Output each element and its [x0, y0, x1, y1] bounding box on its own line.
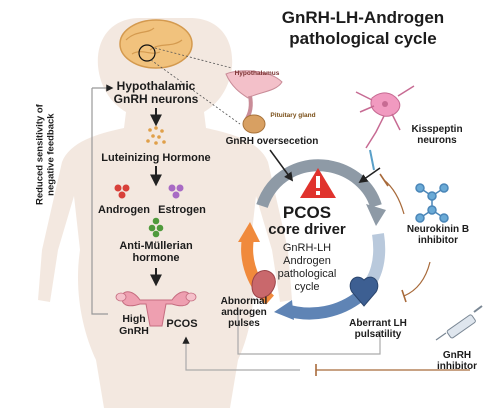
negative-feedback-label: Reduced sensitivity of negative feedback — [34, 75, 56, 235]
kiss-line-1: Kisspeptin — [411, 124, 463, 135]
pituitary-label: Pituitary gland — [270, 112, 316, 119]
heart-icon — [349, 276, 379, 307]
estrogen-icon — [168, 184, 184, 199]
brain-icon — [119, 19, 193, 69]
high-gnrh-line-2: GnRH — [119, 324, 149, 337]
hormone-dots — [146, 126, 166, 145]
gnrh-inhibitor-label: GnRH inhibitor — [432, 350, 482, 372]
high-gnrh-label: High GnRH — [114, 313, 154, 338]
abnormal-line-2: androgen — [221, 307, 267, 319]
gnrh-oversecretion-label: GnRH oversecetion — [225, 136, 319, 147]
sub-line-4: cycle — [294, 280, 320, 293]
kidney-icon — [251, 270, 276, 299]
hypothalamus-label: Hypothalamus — [234, 70, 280, 77]
estrogen-label: Estrogen — [158, 204, 206, 216]
uterus-icon — [115, 291, 197, 327]
pcos-body-label: PCOS — [166, 318, 198, 330]
pituitary-icon — [225, 70, 283, 134]
page-title: GnRH-LH-Androgen pathological cycle — [238, 8, 488, 49]
neuron-icon — [355, 85, 415, 149]
amh-line-2: hormone — [132, 252, 180, 265]
sub-line-3: pathological — [277, 267, 337, 280]
sub-line-2: Androgen — [283, 254, 331, 267]
amh-line-1: Anti-Müllerian — [119, 240, 193, 252]
kisspeptin-label: Kisspeptin neurons — [402, 124, 472, 146]
nkb-line-1: Neurokinin B — [406, 224, 470, 235]
androgen-icon — [114, 184, 130, 199]
syringe-icon — [435, 305, 483, 341]
amh-label: Anti-Müllerian hormone — [108, 240, 204, 265]
aberrant-line-1: Aberrant LH — [349, 318, 407, 329]
aberrant-lh-label: Aberrant LH pulsatility — [338, 318, 418, 340]
abnormal-androgen-label: Abnormal androgen pulses — [212, 296, 276, 330]
warning-icon — [300, 168, 336, 198]
gnrh-inhibitor-line-1: GnRH — [442, 350, 472, 361]
kiss-line-2: neurons — [417, 135, 457, 147]
amh-icon — [148, 217, 164, 238]
aberrant-line-2: pulsatility — [354, 329, 402, 341]
core-driver-title: PCOS core driver — [262, 204, 352, 238]
abnormal-line-3: pulses — [228, 318, 260, 330]
sub-line-1: GnRH-LH — [282, 242, 332, 254]
core-line-1: PCOS — [282, 203, 332, 222]
title-line-1: GnRH-LH-Androgen — [281, 8, 445, 27]
androgen-label: Androgen — [98, 204, 150, 216]
core-subtitle: GnRH-LH Androgen pathological cycle — [262, 242, 352, 294]
gnrh-inhibitor-line-2: inhibitor — [437, 361, 477, 373]
high-gnrh-line-1: High — [122, 313, 146, 325]
feedback-line-2: negative feedback — [45, 113, 56, 196]
hypothalamic-line-2: GnRH neurons — [113, 92, 199, 107]
nkb-inhibitor-label: Neurokinin B inhibitor — [398, 224, 478, 246]
body-silhouette — [38, 18, 292, 408]
hypothalamic-line-1: Hypothalamic — [116, 79, 196, 93]
core-line-2: core driver — [268, 220, 346, 238]
nkb-line-2: inhibitor — [418, 235, 458, 247]
abnormal-line-1: Abnormal — [220, 296, 268, 307]
title-line-2: pathological cycle — [289, 28, 437, 48]
molecule-icon — [415, 183, 449, 223]
lh-label: Luteinizing Hormone — [101, 152, 211, 164]
hypothalamic-gnrh-label: Hypothalamic GnRH neurons — [106, 79, 206, 107]
